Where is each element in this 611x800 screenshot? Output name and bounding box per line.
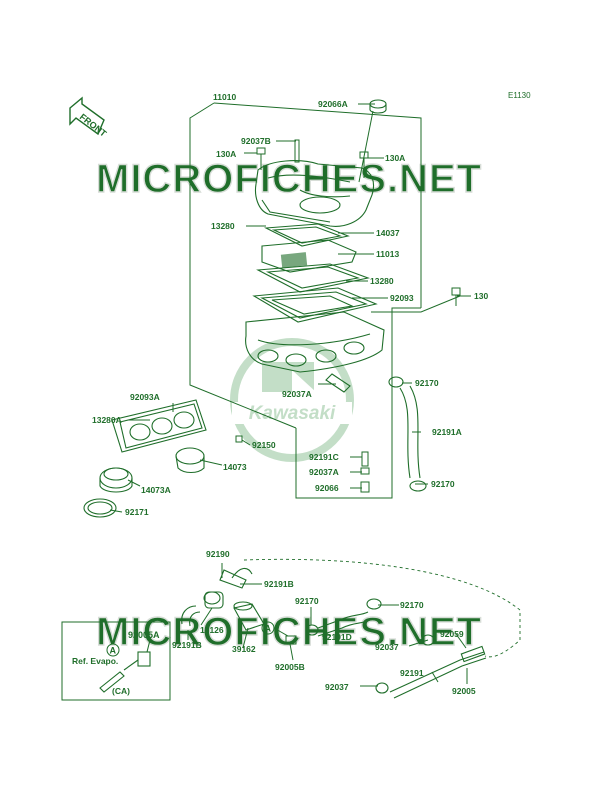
part-92171: 92171 [125, 507, 149, 517]
part-92191: 92191 [400, 668, 424, 678]
part-92037A-lower: 92037A [309, 467, 339, 477]
front-arrow-icon: FRONT [69, 96, 109, 139]
part-92150: 92150 [252, 440, 276, 450]
part-92170-right: 92170 [400, 600, 424, 610]
part-92037-right: 92037 [375, 642, 399, 652]
holder-14073a [99, 467, 133, 493]
region-ca: (CA) [112, 686, 130, 696]
hose-92191 [375, 634, 487, 699]
tee-16126 [203, 591, 224, 609]
part-13280A: 13280A [92, 415, 122, 425]
diagram-code: E1130 [508, 91, 531, 100]
watermark-top: MICROFICHES.NET [96, 157, 482, 201]
part-14073A: 14073A [141, 485, 171, 495]
ref-evapo-text: Ref. Evapo. [72, 656, 118, 666]
callout-a-main [261, 621, 289, 637]
air-cleaner-cover [254, 160, 375, 227]
clamp-92171 [83, 498, 117, 518]
cap-92066a [369, 99, 387, 114]
bolt-130 [451, 287, 461, 306]
part-92170-mid: 92170 [295, 596, 319, 606]
part-16126: 16126 [200, 625, 224, 635]
part-92037B: 92037B [241, 136, 271, 146]
logo-text: Kawasaki [249, 403, 336, 424]
ref-evapo-box: A 92005A Ref. Evapo. (CA) [61, 621, 171, 701]
gasket-92093 [252, 287, 378, 323]
part-39162: 39162 [232, 644, 256, 654]
part-92066A: 92066A [318, 99, 348, 109]
part-labels: 11010 92066A 92037B 130A 130A 13280 1403… [92, 92, 488, 696]
stud-92037b [294, 139, 300, 163]
part-14073: 14073 [223, 462, 247, 472]
part-92037-bottom: 92037 [325, 682, 349, 692]
fitting-92005b [285, 635, 297, 645]
watermark-bottom: MICROFICHES.NET [96, 610, 482, 654]
hose-92191b-left [181, 605, 201, 627]
part-92093: 92093 [390, 293, 414, 303]
dashed-hose-route [243, 558, 521, 658]
part-130A-right: 130A [385, 153, 405, 163]
air-cleaner-case [245, 311, 385, 393]
part-130A-left: 130A [216, 149, 236, 159]
part-92191B-lower: 92191B [172, 640, 202, 650]
part-14037: 14037 [376, 228, 400, 238]
fitting-92005a [99, 651, 151, 693]
gasket-13280-upper [263, 223, 350, 247]
watermark: MICROFICHES.NET MICROFICHES.NET [95, 156, 482, 654]
front-label: FRONT [78, 112, 109, 139]
hose-92190 [219, 567, 253, 589]
part-92037A-case: 92037A [282, 389, 312, 399]
part-92170-bottom: 92170 [431, 479, 455, 489]
ref-callout-a: A [110, 646, 117, 656]
kawasaki-logo: Kawasaki [230, 338, 354, 462]
holder-plate-92093a [111, 399, 207, 453]
part-92191D: 92191D [322, 632, 352, 642]
part-92093A: 92093A [130, 392, 160, 402]
part-11010: 11010 [213, 92, 236, 102]
part-92191B-upper: 92191B [264, 579, 294, 589]
hose-92191a [388, 376, 427, 492]
part-92191C: 92191C [309, 452, 339, 462]
fittings-92191c [360, 451, 370, 493]
part-92066: 92066 [315, 483, 339, 493]
part-92190: 92190 [206, 549, 230, 559]
part-13280-middle: 13280 [370, 276, 394, 286]
part-92005B: 92005B [275, 662, 305, 672]
part-130: 130 [474, 291, 488, 301]
air-filter-element [261, 239, 357, 273]
bolts-130a [256, 147, 369, 178]
gasket-13280-middle [256, 263, 370, 293]
holder-14073 [175, 447, 205, 474]
hose-92191d [305, 598, 382, 637]
part-92005A: 92005A [128, 630, 160, 640]
clip-92150 [235, 435, 243, 443]
part-92170-top: 92170 [415, 378, 439, 388]
part-11013: 11013 [376, 249, 399, 259]
part-92059: 92059 [440, 629, 464, 639]
part-92191A: 92191A [432, 427, 462, 437]
part-13280-upper: 13280 [211, 221, 235, 231]
part-92005: 92005 [452, 686, 476, 696]
callout-a-main-label: A [265, 624, 272, 634]
